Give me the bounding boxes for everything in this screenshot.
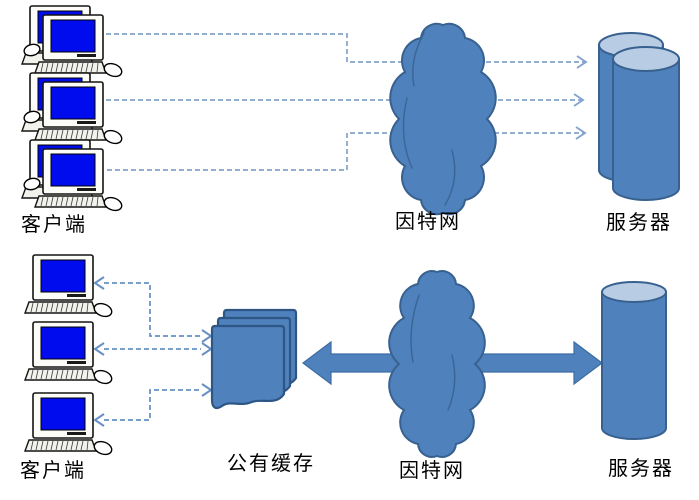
cloud-detail [412, 32, 425, 87]
bottom-internet-label: 因特网 [399, 460, 465, 482]
arrowhead-right-icon [201, 329, 213, 343]
arrowhead-right-icon [201, 342, 213, 356]
server-cylinder-icon [601, 291, 667, 440]
client-computer-icon [34, 148, 125, 214]
dashed-arrow-3 [107, 132, 584, 171]
arrowhead-left-icon [93, 413, 105, 427]
arrowhead-right-icon [201, 383, 213, 397]
top-dashed-arrows [106, 33, 588, 171]
bottom-clients-label: 客户端 [20, 460, 86, 482]
cache-documents-icon [210, 308, 298, 410]
cylinder-top [612, 46, 680, 72]
top-flow [21, 5, 680, 216]
client-computer-icon [34, 14, 125, 80]
arrowhead-left-icon [93, 276, 105, 290]
server-cylinder-bottom [601, 281, 667, 440]
server-cylinders-top [598, 32, 680, 201]
cylinder-top [601, 281, 667, 303]
top-server-label: 服务器 [606, 212, 672, 234]
cloud-icon [388, 270, 486, 458]
cloud-detail [410, 294, 420, 363]
dashed-arrow-1 [106, 33, 585, 63]
bottom-clients [24, 254, 115, 458]
cache-page-front [210, 324, 286, 410]
bottom-flow [24, 254, 667, 458]
arrowhead-right-icon [575, 126, 587, 140]
top-clients [21, 5, 125, 214]
top-clients-label: 客户端 [21, 214, 87, 236]
cloud-detail [447, 354, 456, 411]
cache-client-arrow-3 [104, 389, 201, 421]
internet-cloud-bottom [388, 270, 486, 458]
client-computer-icon [24, 321, 115, 387]
bottom-server-label: 服务器 [608, 458, 674, 480]
arrowhead-right-icon [573, 93, 585, 107]
cloud-detail [444, 149, 456, 206]
internet-cloud-top [389, 22, 497, 216]
arrowhead-left-icon [93, 342, 105, 356]
top-internet-label: 因特网 [395, 211, 461, 233]
cloud-detail [402, 97, 413, 169]
cloud-icon [389, 22, 497, 216]
cache-client-arrow-1 [104, 282, 201, 337]
server-cylinder-icon [612, 58, 680, 201]
client-computer-icon [34, 81, 125, 147]
client-computer-icon [24, 392, 115, 458]
bottom-dashed-arrows [93, 276, 213, 427]
arrowhead-right-icon [576, 55, 588, 69]
cache-label: 公有缓存 [227, 453, 315, 475]
